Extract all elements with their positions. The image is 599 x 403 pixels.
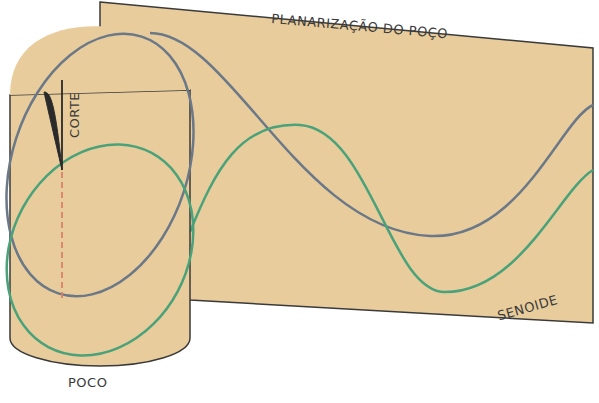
cut-dashed (61, 172, 63, 300)
green-loop (0, 112, 229, 389)
cut-flap (44, 92, 62, 170)
gray-loop (0, 9, 225, 320)
gray-sine (150, 33, 593, 236)
well-top (10, 26, 190, 95)
cut-line (61, 80, 63, 170)
cut-label: CORTE (68, 92, 81, 138)
green-sine (190, 125, 593, 292)
well-cylinder (10, 90, 190, 366)
well-label: POCO (68, 376, 107, 389)
